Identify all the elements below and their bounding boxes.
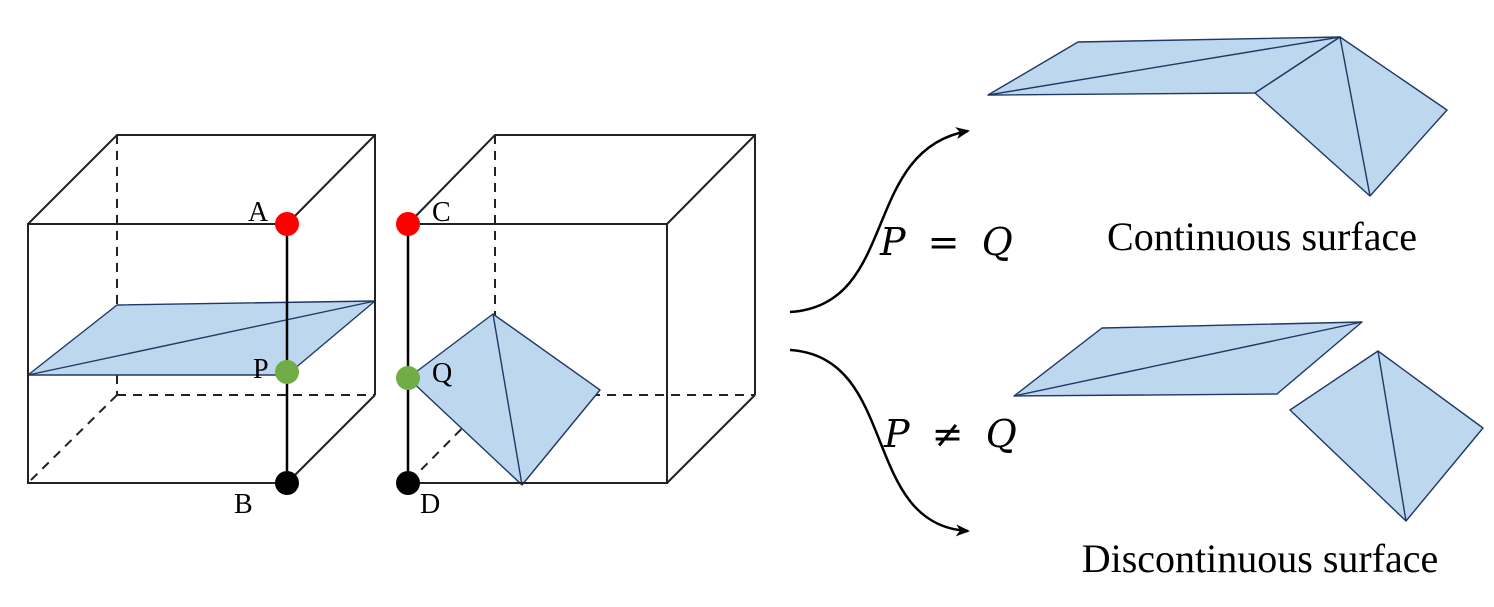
point-b-marker [275, 471, 299, 495]
continuous-plane-diagonal [987, 36, 1341, 96]
label-c: C [432, 197, 451, 228]
condition-not-equal: P ≠ Q [883, 412, 1017, 456]
right-cube-pyramid-ridge [492, 313, 523, 486]
right-cube: C Q D [396, 134, 756, 520]
point-p-marker [275, 360, 299, 384]
left-cube-top-back-edges [27, 134, 376, 395]
left-cube-hidden-edge [27, 394, 118, 484]
caption-continuous: Continuous surface [1107, 214, 1417, 259]
point-a-marker [275, 212, 299, 236]
label-p: P [253, 354, 269, 385]
left-cube: A P B [27, 134, 376, 520]
left-cube-edge [286, 394, 376, 484]
point-q-marker [396, 366, 420, 390]
right-cube-edge [666, 394, 756, 484]
continuous-surface [987, 36, 1448, 197]
discontinuous-pyramid-ridge [1377, 350, 1407, 522]
continuous-pyramid-ridge [1339, 36, 1371, 197]
point-d-marker [396, 471, 420, 495]
arrow-to-continuous [789, 127, 970, 314]
discontinuous-pyramid [1289, 350, 1484, 522]
point-c-marker [396, 212, 420, 236]
right-cube-edge [666, 134, 756, 225]
arrow-to-discontinuous [789, 348, 970, 537]
condition-equal: P = Q [879, 220, 1013, 264]
left-cube-edge [286, 134, 376, 225]
discontinuous-plane-diagonal [1013, 321, 1363, 397]
continuous-pyramid [1254, 36, 1448, 197]
right-cube-pyramid [407, 313, 601, 486]
left-cube-plane-diagonal [27, 300, 376, 376]
label-d: D [420, 489, 440, 520]
caption-discontinuous: Discontinuous surface [1082, 536, 1439, 581]
label-a: A [248, 197, 269, 228]
discontinuous-surface [1013, 321, 1484, 522]
label-q: Q [432, 358, 452, 389]
label-b: B [234, 489, 253, 520]
right-cube-top-back-edges [407, 134, 756, 395]
